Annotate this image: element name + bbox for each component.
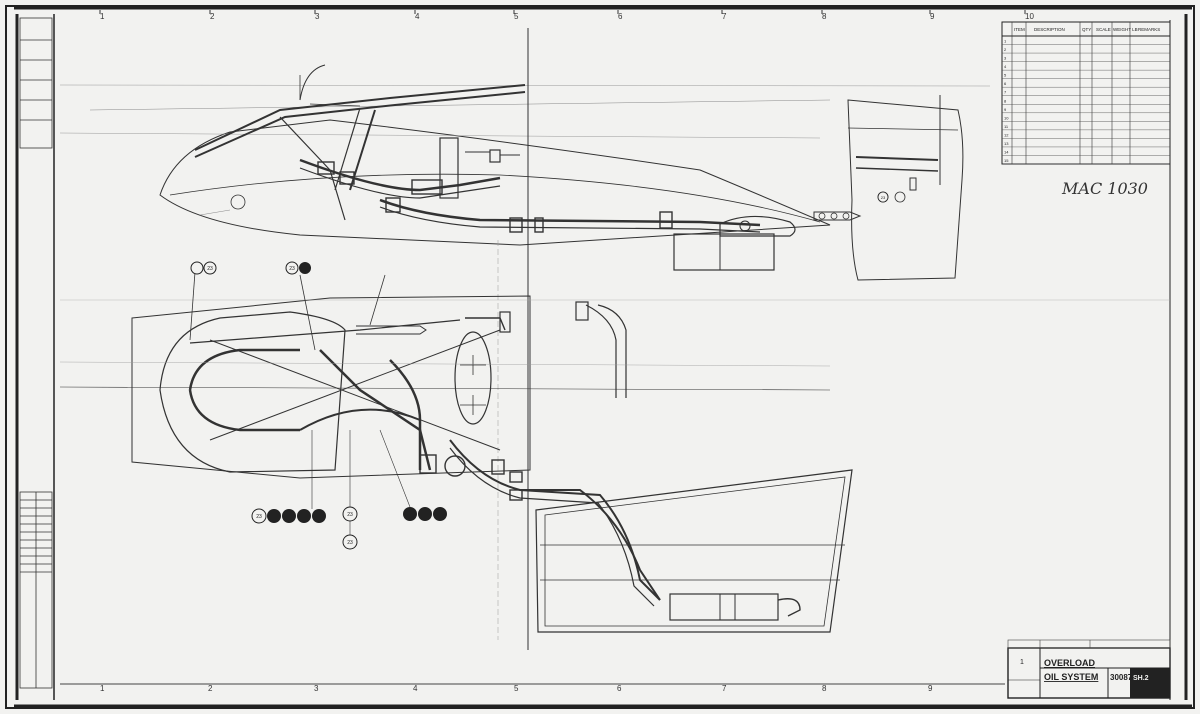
parts-row-item: 14 (1004, 149, 1009, 154)
zone-2-top: 2 (210, 12, 215, 21)
zone-10-top: 10 (1025, 12, 1034, 21)
zone-3-bottom: 3 (314, 684, 319, 693)
parts-row-item: 15 (1004, 158, 1009, 163)
zone-6-top: 6 (618, 12, 623, 21)
parts-row-item: 9 (1004, 107, 1007, 112)
title-line-2: OIL SYSTEM (1044, 672, 1098, 682)
zone-2-bottom: 2 (208, 684, 213, 693)
parts-header-weight: WEIGHT LB (1113, 27, 1138, 32)
oil-tank-section (520, 469, 853, 633)
callout-bubbles: 23 23 23 23 23 23 (190, 191, 889, 550)
parts-header-description: DESCRIPTION (1034, 27, 1065, 32)
title-line-1: OVERLOAD (1044, 658, 1096, 668)
parts-row-item: 6 (1004, 81, 1007, 86)
zone-5-bottom: 5 (514, 684, 519, 693)
zone-1-top: 1 (100, 12, 105, 21)
callout-left-row: 23 (251, 508, 326, 524)
zone-8-top: 8 (822, 12, 827, 21)
parts-header-remarks: REMARKS (1138, 27, 1160, 32)
zone-1-bottom: 1 (100, 684, 105, 693)
bottom-zone-numbers: 1 2 3 4 5 6 7 8 9 (100, 684, 933, 693)
parts-header-qty: QTY (1082, 27, 1091, 32)
revision-marker: 1 (1020, 659, 1024, 666)
zone-9-top: 9 (930, 12, 935, 21)
callout-leaders (311, 429, 411, 535)
zone-4-top: 4 (415, 12, 420, 21)
zone-4-bottom: 4 (413, 684, 418, 693)
parts-row-item: 4 (1004, 64, 1007, 69)
callout-e: 23 (289, 266, 295, 272)
fuselage-outline-upper (159, 119, 831, 246)
parts-row-item: 5 (1004, 73, 1007, 78)
cross-section-view (813, 95, 964, 281)
handwritten-note: MAC 1030 (1061, 179, 1148, 198)
zone-7-bottom: 7 (722, 684, 727, 693)
side-elevation-view (59, 64, 991, 271)
callout-right-row (403, 507, 447, 521)
top-zone-numbers: 1 2 3 4 5 6 7 8 9 10 (100, 12, 1034, 21)
parts-row-item: 1 (1004, 39, 1007, 44)
zone-9-bottom: 9 (928, 684, 933, 693)
parts-row-item: 2 (1004, 47, 1007, 52)
left-revision-strip (19, 17, 53, 689)
top-zone-ticks (99, 10, 1026, 14)
callout-upper: 23 23 (190, 261, 311, 275)
parts-row-item: 11 (1004, 124, 1009, 129)
callout-section: 23 (877, 191, 889, 203)
callout-a: 23 (256, 514, 262, 520)
parts-row-item: 12 (1004, 132, 1009, 137)
parts-row-item: 13 (1004, 141, 1009, 146)
title-header-strip (1007, 639, 1171, 649)
callout-f: 23 (881, 195, 886, 200)
parts-row-item: 3 (1004, 56, 1007, 61)
zone-8-bottom: 8 (822, 684, 827, 693)
parts-row-item: 8 (1004, 98, 1007, 103)
zone-3-top: 3 (315, 12, 320, 21)
parts-header-item: ITEM (1014, 27, 1025, 32)
callout-d: 23 (207, 266, 213, 272)
drawing-number: 30087 (1110, 673, 1133, 682)
zone-5-top: 5 (514, 12, 519, 21)
zone-6-bottom: 6 (617, 684, 622, 693)
callout-b: 23 (347, 512, 353, 518)
parts-row-item: 7 (1004, 90, 1007, 95)
callout-c: 23 (347, 540, 353, 546)
sheet-code: SH.2 (1133, 675, 1149, 682)
parts-row-item: 10 (1004, 115, 1009, 120)
zone-7-top: 7 (722, 12, 727, 21)
parts-header-scale: SCALE (1096, 27, 1111, 32)
